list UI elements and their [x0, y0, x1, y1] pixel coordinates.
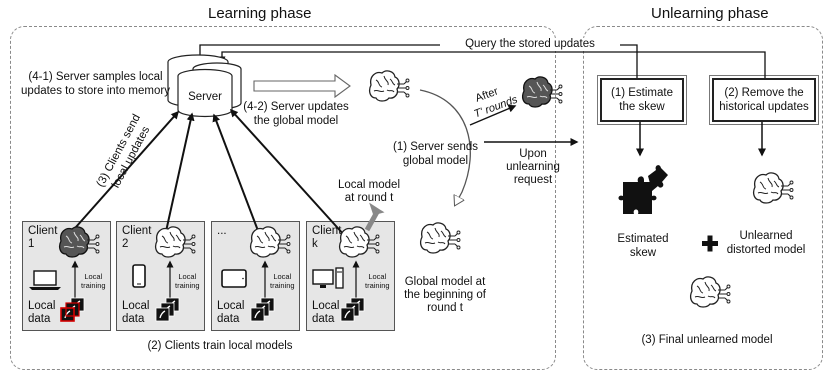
server-sends-label: (1) Server sends global model [392, 141, 478, 167]
server-updates-label: (4-2) Server updates the global model [243, 101, 349, 127]
client-k-model-brain-icon [338, 226, 380, 258]
unlearning-phase-panel [583, 26, 823, 370]
server-label: Server [188, 91, 222, 103]
client-3-data-stack [250, 297, 275, 322]
global-model-round-t-brain-icon [419, 222, 461, 254]
after-rounds-arrow [469, 104, 517, 126]
client-name: Client k [312, 225, 342, 250]
query-arrows [196, 44, 766, 78]
local-data-label: Local data [28, 300, 56, 325]
server-samples-label: (4-1) Server samples local updates to st… [21, 71, 170, 97]
unlearning-phase-title: Unlearning phase [651, 5, 769, 22]
unlearned-distorted-label: Unlearned distorted model [726, 230, 806, 256]
final-unlearned-model-label: (3) Final unlearned model [641, 334, 773, 346]
client-2-data-stack [155, 297, 180, 322]
global-model-round-label: Global model at the beginning of round t [404, 276, 486, 314]
server-icon [167, 54, 242, 118]
server-sends-arrow [419, 89, 471, 205]
local-data-label: Local data [312, 300, 340, 325]
unlearned-distorted-model-brain-icon [752, 172, 794, 204]
client-1-model-brain-icon [58, 226, 100, 258]
local-data-label: Local data [122, 300, 150, 325]
client-upload-arrows [67, 108, 346, 237]
local-model-arrow [364, 210, 380, 232]
server-to-model-arrow [253, 73, 351, 99]
clients-train-label: (2) Clients train local models [147, 340, 293, 352]
client-3-model-brain-icon [249, 226, 291, 258]
learning-phase-panel [10, 26, 556, 370]
client-name: ... [217, 225, 227, 237]
client-1-data-stack [60, 297, 85, 322]
laptop-icon [29, 270, 61, 290]
global-model-brain-icon [368, 70, 410, 102]
plus-icon [702, 235, 718, 252]
local-training-label: Local training [81, 272, 106, 290]
client-2-model-brain-icon [154, 226, 196, 258]
client-name: Client 1 [28, 225, 58, 250]
client-k-data-stack [340, 297, 365, 322]
global-model-after-rounds-brain-icon [521, 76, 563, 108]
estimated-skew-label: Estimated skew [617, 233, 669, 259]
local-training-label: Local training [175, 272, 200, 290]
local-training-label: Local training [365, 272, 390, 290]
local-training-label: Local training [270, 272, 295, 290]
desktop-icon [312, 267, 344, 289]
local-model-arrowhead [369, 202, 385, 216]
remove-updates-box: (2) Remove the historical updates [709, 75, 819, 125]
local-model-round-label: Local model at round t [337, 179, 400, 204]
estimate-skew-box: (1) Estimate the skew [597, 75, 687, 125]
query-stored-updates-label: Query the stored updates [440, 38, 620, 51]
upon-unlearning-request-label: Upon unlearning request [506, 148, 560, 186]
client-name: Client 2 [122, 225, 152, 250]
final-unlearned-model-brain-icon [689, 276, 731, 308]
learning-phase-title: Learning phase [208, 5, 312, 22]
puzzle-icon [618, 165, 668, 214]
local-data-label: Local data [217, 300, 245, 325]
tablet-icon [221, 269, 247, 288]
phone-icon [132, 264, 146, 288]
local-training-arrows [71, 260, 360, 302]
